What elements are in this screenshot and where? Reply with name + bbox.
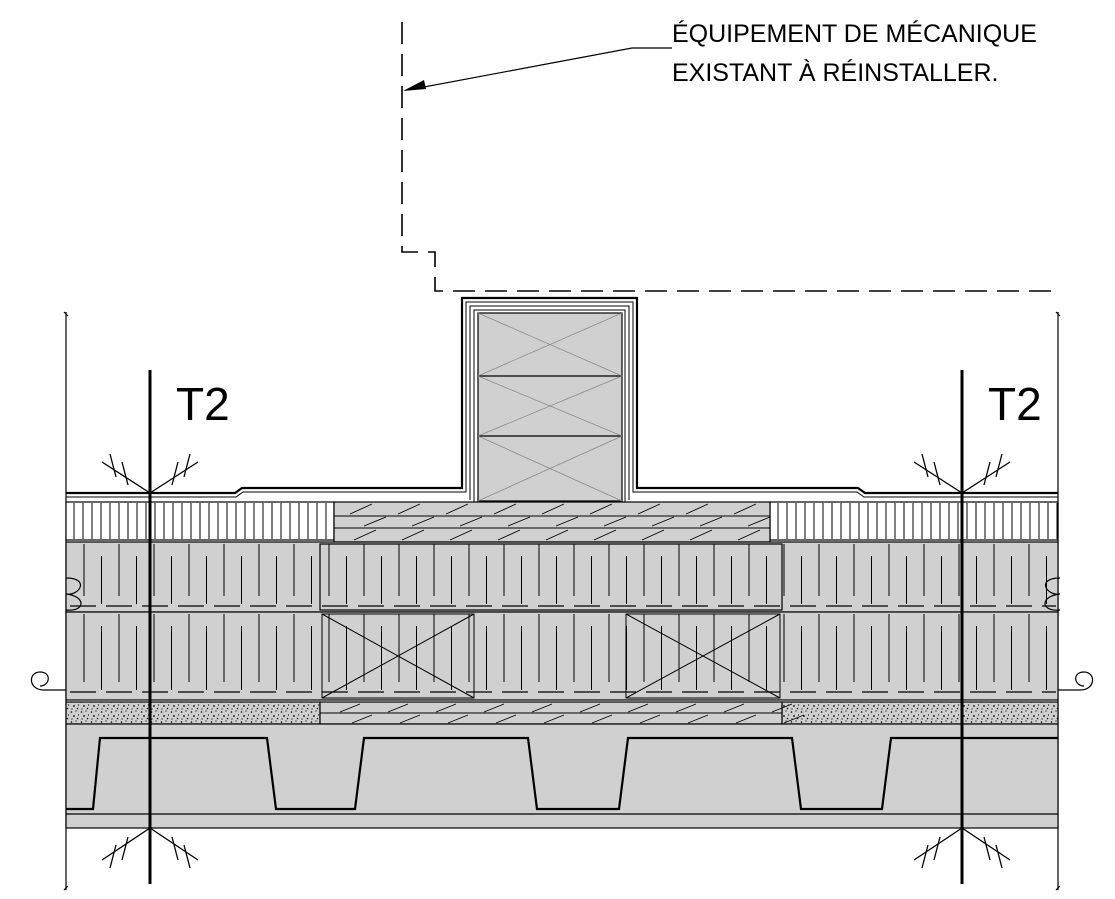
tag-t2-left: T2 <box>176 378 230 430</box>
roof-membrane <box>66 296 1058 495</box>
break-symbol-left <box>65 577 82 611</box>
insulation-dashed-lines <box>70 605 1056 693</box>
insulation-lower <box>65 611 1059 701</box>
break-curl-left <box>30 671 66 691</box>
concrete-layer-right <box>781 701 1059 725</box>
callout-line-1: ÉQUIPEMENT DE MÉCANIQUE <box>672 19 1037 48</box>
membrane-inner-3 <box>473 309 626 502</box>
fiberboard-hatching <box>73 503 1058 539</box>
callout-line-2: EXISTANT À RÉINSTALLER. <box>672 58 998 87</box>
membrane-inner-2 <box>469 305 630 500</box>
curb-dividers <box>478 375 622 437</box>
insulation-hatching <box>83 544 1047 690</box>
wood-curb <box>477 312 623 502</box>
concrete-layer-left <box>65 701 321 725</box>
break-curl-right <box>1058 671 1094 691</box>
curb-cross-marks <box>477 312 623 502</box>
steel-deck-profile <box>66 736 1058 811</box>
fastener-t2-left <box>101 370 199 884</box>
membrane-inner-1 <box>66 301 1058 498</box>
break-symbol-right <box>1044 577 1061 611</box>
fastener-t2-right <box>913 370 1011 884</box>
steel-deck-zone <box>65 723 1059 829</box>
upper-blocking-lines <box>334 515 770 529</box>
upper-blocking-grain <box>349 503 771 541</box>
lower-blocking-grain <box>339 703 805 724</box>
blocking-box-left <box>321 613 475 699</box>
insulation-block-centre <box>319 543 783 611</box>
callout-leader <box>407 47 672 91</box>
equipment-outline <box>401 22 1060 292</box>
upper-wood-blocking <box>333 501 771 543</box>
leader-arrowhead <box>403 80 426 91</box>
insulation-upper <box>65 541 1059 613</box>
blocking-box-right <box>625 613 781 699</box>
tag-t2-right: T2 <box>988 378 1042 430</box>
fiberboard-right <box>769 501 1059 541</box>
